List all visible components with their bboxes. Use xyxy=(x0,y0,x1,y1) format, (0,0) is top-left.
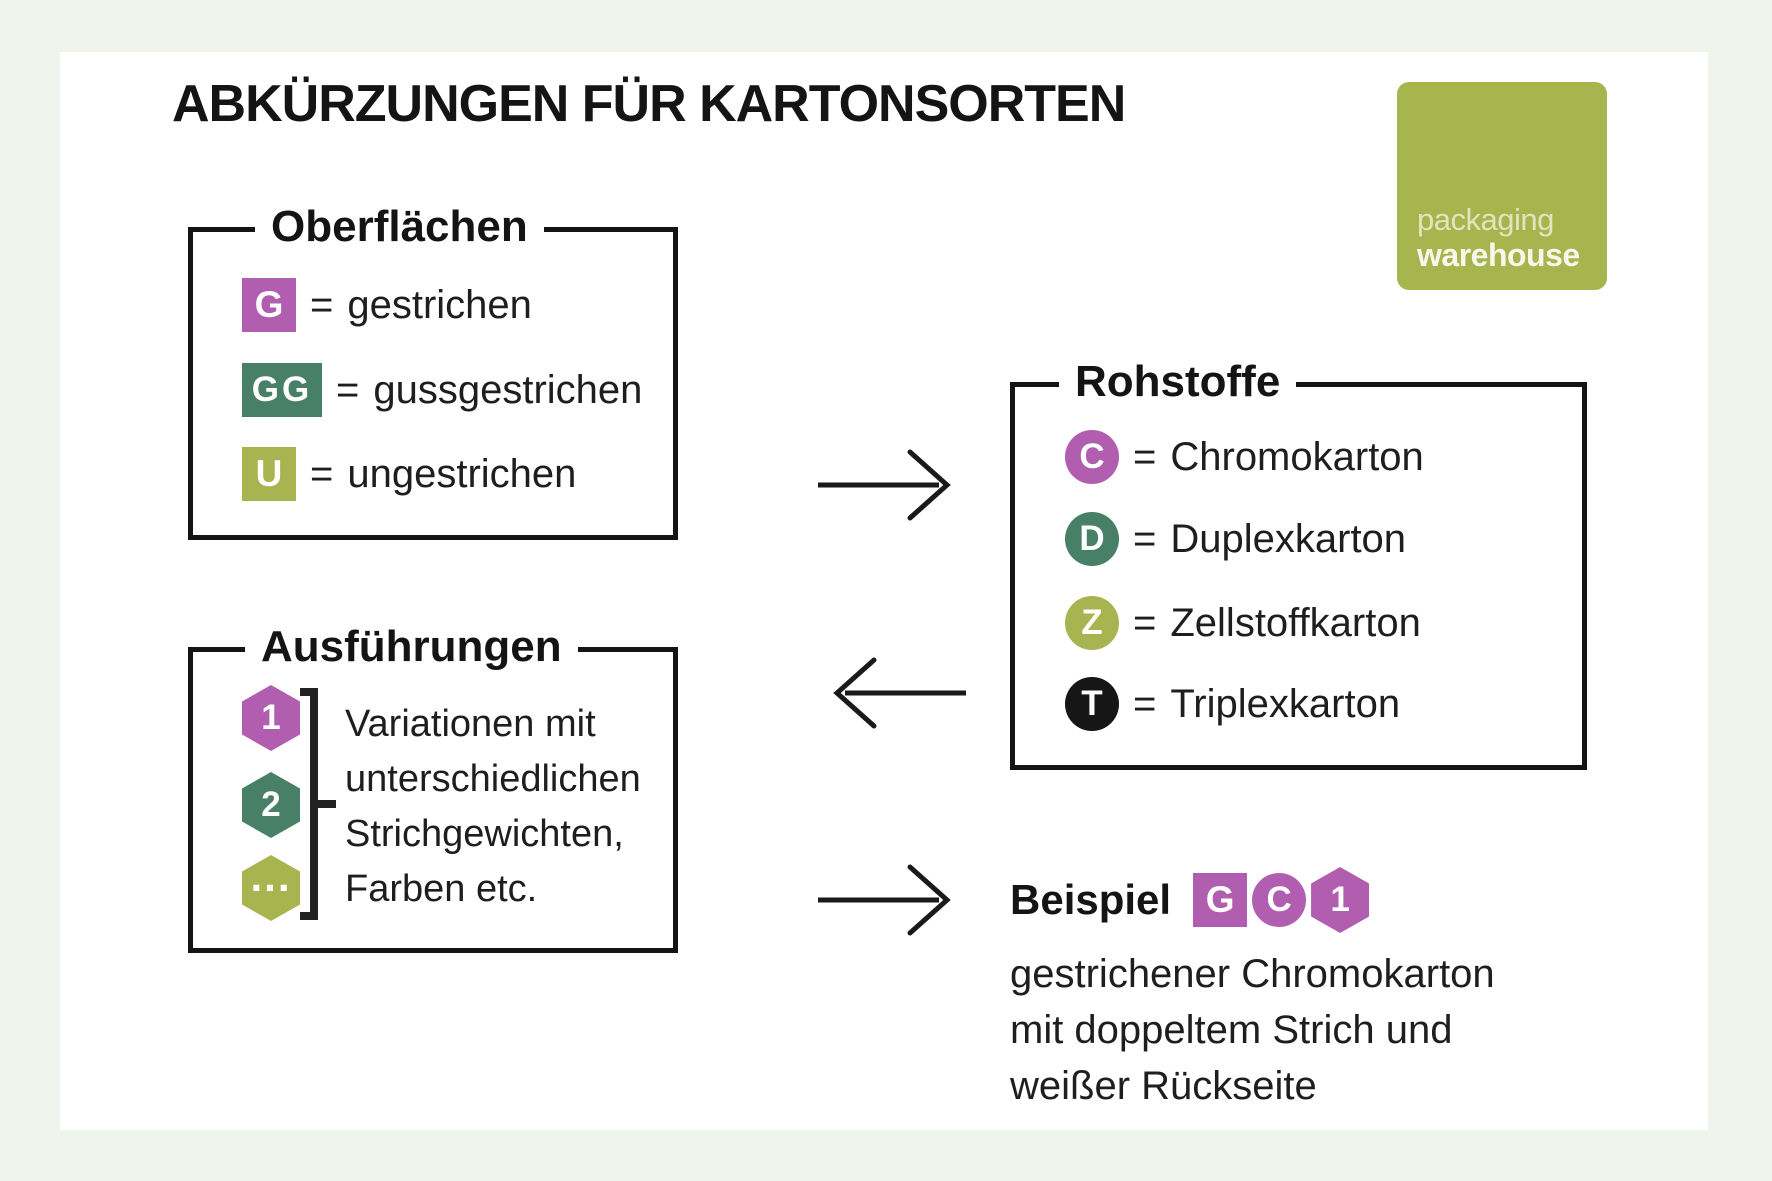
surface-label-gestrichen: gestrichen xyxy=(347,282,532,327)
example-heading-row: Beispiel G C 1 xyxy=(1010,867,1370,933)
legend-row-chromokarton: C = Chromokarton xyxy=(1065,429,1424,485)
example-heading: Beispiel xyxy=(1010,876,1172,923)
variants-box: Ausführungen 1 2 ... Variationen mit unt… xyxy=(188,623,678,953)
example-badge-c: C xyxy=(1252,873,1307,927)
variants-description-line: Strichgewichten, xyxy=(345,813,624,855)
variants-description-line: Farben etc. xyxy=(345,868,538,910)
material-label-zellstoffkarton: Zellstoffkarton xyxy=(1170,600,1421,645)
hexagon-badge-more: ... xyxy=(242,855,300,921)
variants-description-line: unterschiedlichen xyxy=(345,758,641,800)
material-label-duplexkarton: Duplexkarton xyxy=(1170,516,1407,561)
variants-box-title: Ausführungen xyxy=(245,623,578,671)
surfaces-box-title: Oberflächen xyxy=(255,203,544,251)
badge-t: T xyxy=(1065,677,1119,731)
example-description-line: weißer Rückseite xyxy=(1010,1064,1317,1108)
equals-sign: = xyxy=(1133,600,1157,645)
material-label-chromokarton: Chromokarton xyxy=(1170,434,1424,479)
variants-description: Variationen mit unterschiedlichen Strich… xyxy=(345,697,641,917)
equals-sign: = xyxy=(1133,681,1157,726)
hexagon-badge-2: 2 xyxy=(242,772,300,838)
materials-box: Rohstoffe C = Chromokarton D = Duplexkar… xyxy=(1010,358,1587,770)
arrow-right-top-icon xyxy=(818,449,951,521)
example-description: gestrichener Chromokarton mit doppeltem … xyxy=(1010,946,1495,1114)
legend-row-gestrichen: G = gestrichen xyxy=(242,277,532,333)
brand-logo-text: packaging warehouse xyxy=(1417,203,1580,274)
legend-row-triplexkarton: T = Triplexkarton xyxy=(1065,676,1400,732)
brand-logo: packaging warehouse xyxy=(1397,82,1607,290)
content-card: ABKÜRZUNGEN FÜR KARTONSORTEN packaging w… xyxy=(60,52,1708,1130)
arrow-right-bottom-icon xyxy=(818,864,951,936)
hexagon-badge-1: 1 xyxy=(242,685,300,751)
legend-row-duplexkarton: D = Duplexkarton xyxy=(1065,511,1406,567)
surfaces-box: Oberflächen G = gestrichen GG = gussgest… xyxy=(188,203,678,540)
example-badge-1: 1 xyxy=(1311,867,1370,933)
legend-row-gussgestrichen: GG = gussgestrichen xyxy=(242,362,642,418)
badge-g: G xyxy=(242,278,296,332)
badge-c: C xyxy=(1065,430,1119,484)
legend-row-ungestrichen: U = ungestrichen xyxy=(242,446,576,502)
material-label-triplexkarton: Triplexkarton xyxy=(1170,681,1401,726)
logo-line-packaging: packaging xyxy=(1417,202,1554,238)
equals-sign: = xyxy=(1133,434,1157,479)
arrow-left-middle-icon xyxy=(833,657,966,729)
badge-z: Z xyxy=(1065,596,1119,650)
equals-sign: = xyxy=(336,367,360,412)
page-title: ABKÜRZUNGEN FÜR KARTONSORTEN xyxy=(172,75,1126,133)
example-badges: G C 1 xyxy=(1193,867,1370,933)
bracket-icon xyxy=(300,688,336,920)
surface-label-ungestrichen: ungestrichen xyxy=(347,451,577,496)
surface-label-gussgestrichen: gussgestrichen xyxy=(373,367,643,412)
logo-line-warehouse: warehouse xyxy=(1417,237,1580,274)
materials-box-title: Rohstoffe xyxy=(1059,358,1297,406)
example-description-line: gestrichener Chromokarton xyxy=(1010,952,1495,996)
legend-row-zellstoffkarton: Z = Zellstoffkarton xyxy=(1065,595,1421,651)
variants-description-line: Variationen mit xyxy=(345,703,596,745)
badge-d: D xyxy=(1065,512,1119,566)
equals-sign: = xyxy=(310,451,334,496)
equals-sign: = xyxy=(1133,516,1157,561)
hexagon-badge-more-label: ... xyxy=(250,853,292,900)
example-description-line: mit doppeltem Strich und xyxy=(1010,1008,1453,1052)
badge-gg: GG xyxy=(242,363,322,417)
example-badge-g: G xyxy=(1193,873,1248,927)
equals-sign: = xyxy=(310,282,334,327)
badge-u: U xyxy=(242,447,296,501)
